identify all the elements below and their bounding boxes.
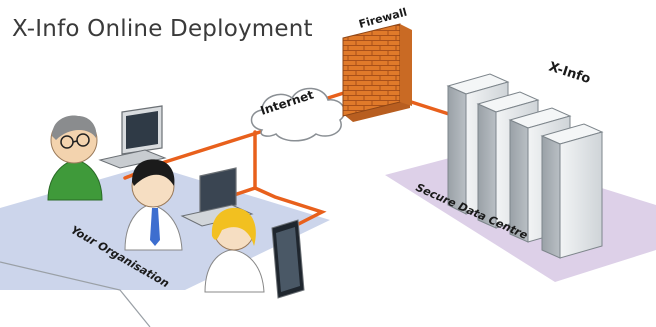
desktop-computer-icon [98, 105, 167, 169]
server-rack-icon [446, 73, 604, 259]
diagram-title: X-Info Online Deployment [12, 16, 313, 42]
person-icon [204, 207, 265, 293]
person-icon [124, 159, 183, 251]
person-icon [47, 115, 103, 201]
brick-wall-icon [342, 23, 412, 122]
xinfo-label: X-Info [547, 60, 593, 88]
divider-line [0, 261, 151, 327]
tablet-icon [271, 219, 305, 299]
